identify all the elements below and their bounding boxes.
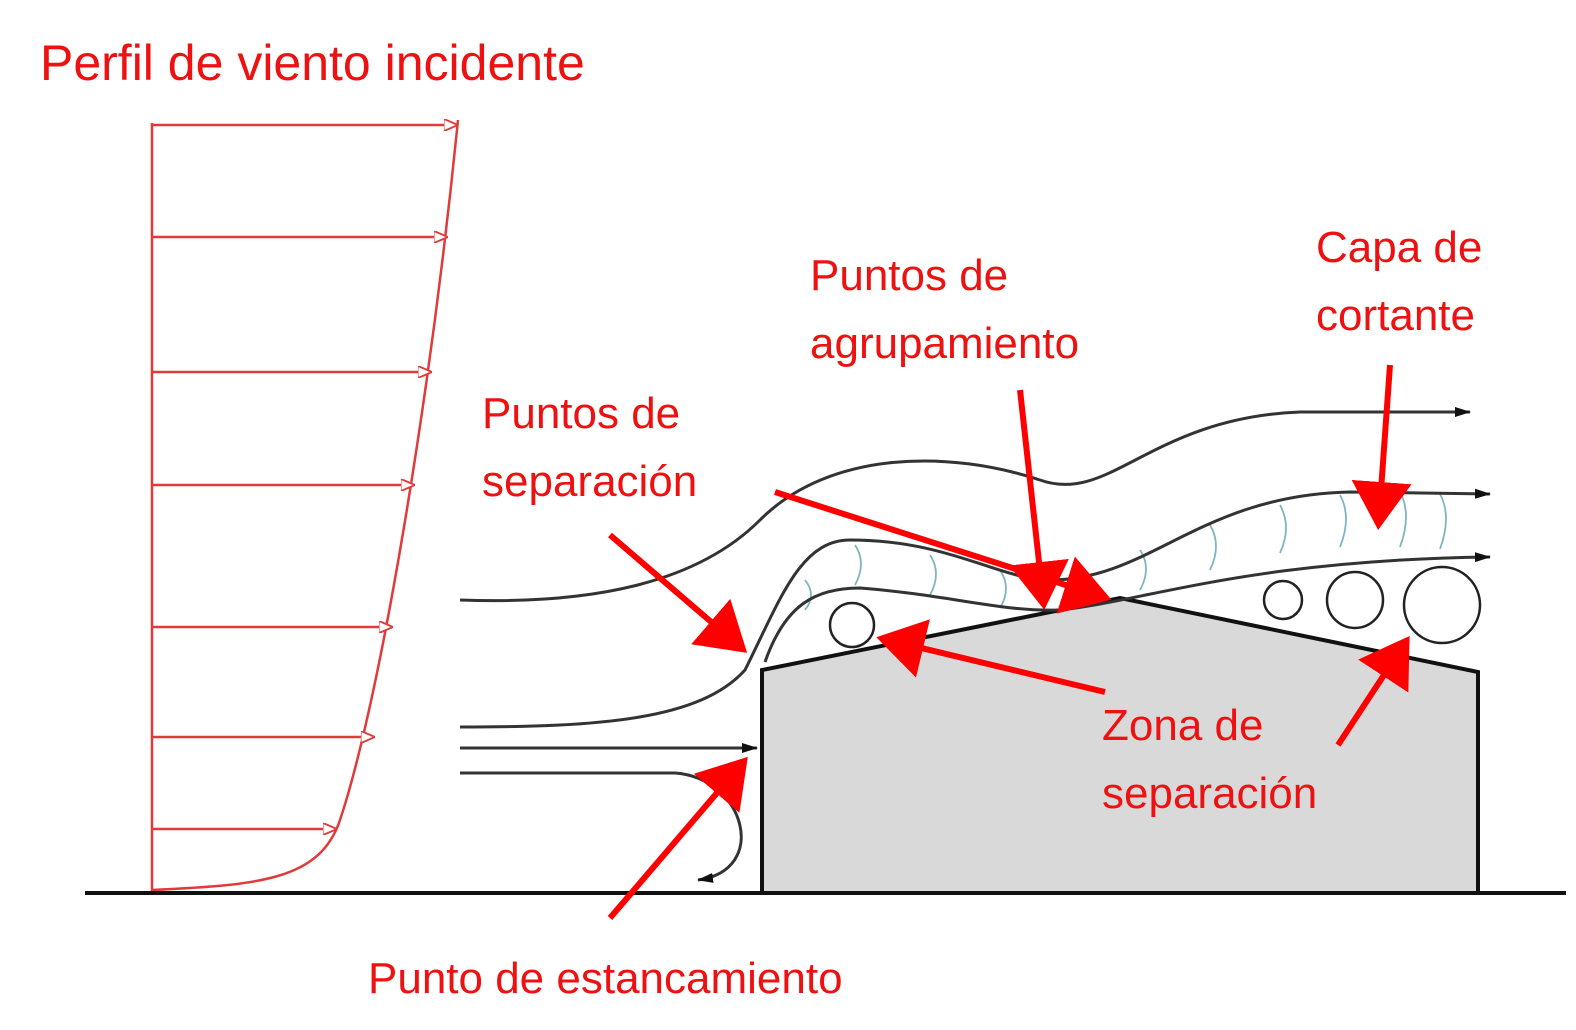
separation-points-label-1: Puntos de	[482, 389, 680, 438]
separation-zone-label-2: separación	[1102, 769, 1317, 818]
reattachment-points-label-2: agrupamiento	[810, 319, 1079, 368]
separation-zone-label-1: Zona de	[1102, 701, 1263, 750]
shear-layer-label-1: Capa de	[1316, 223, 1482, 272]
annotation-arrows	[607, 364, 1412, 920]
diagram-title: Perfil de viento incidente	[40, 35, 585, 91]
shear-layer-label-2: cortante	[1316, 291, 1475, 340]
vortices	[828, 565, 1482, 649]
stagnation-point-label: Punto de estancamiento	[368, 954, 843, 1003]
wind-profile	[150, 120, 460, 893]
reattachment-points-label-1: Puntos de	[810, 251, 1008, 300]
separation-points-label-2: separación	[482, 457, 697, 506]
building	[760, 595, 1480, 895]
